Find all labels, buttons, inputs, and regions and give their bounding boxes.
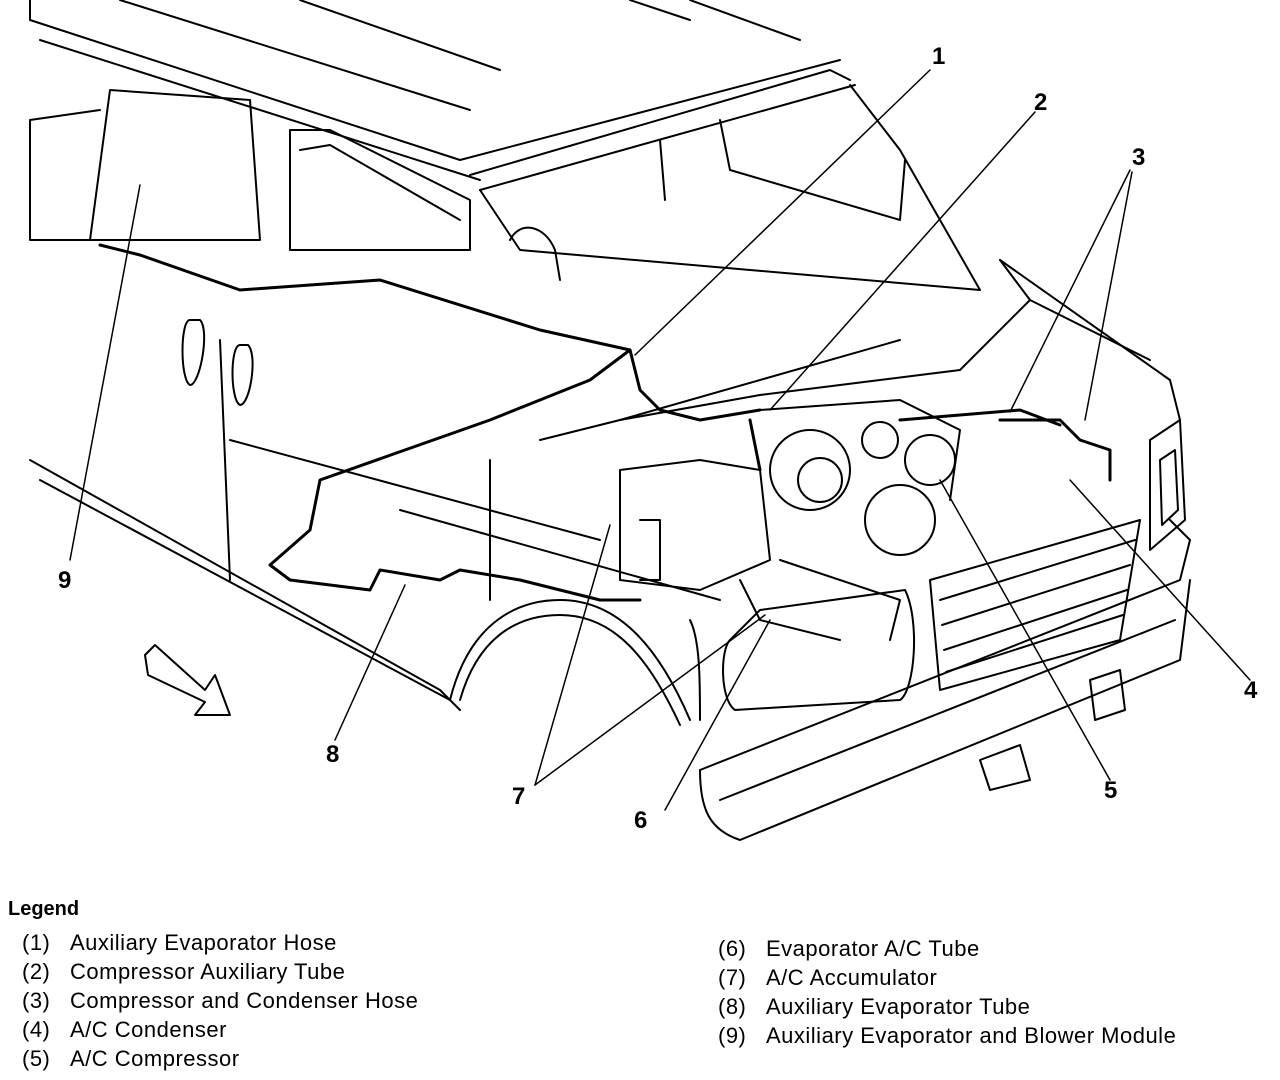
legend-item-label: Auxiliary Evaporator Hose bbox=[70, 930, 337, 955]
callout-1: 1 bbox=[932, 43, 945, 70]
legend-item-label: A/C Compressor bbox=[70, 1046, 240, 1071]
callout-8: 8 bbox=[326, 741, 339, 768]
legend-item-label: Auxiliary Evaporator Tube bbox=[766, 994, 1031, 1019]
legend-item-label: A/C Accumulator bbox=[766, 965, 938, 990]
legend-item: (4) A/C Condenser bbox=[22, 1015, 418, 1044]
legend-item: (8) Auxiliary Evaporator Tube bbox=[718, 992, 1176, 1021]
legend-item-label: Auxiliary Evaporator and Blower Module bbox=[766, 1023, 1177, 1048]
callout-7: 7 bbox=[512, 783, 525, 810]
legend-item: (1) Auxiliary Evaporator Hose bbox=[22, 928, 418, 957]
legend-item-number: (4) bbox=[22, 1017, 51, 1042]
legend-item-number: (6) bbox=[718, 936, 747, 961]
legend-item-number: (8) bbox=[718, 994, 747, 1019]
legend: Legend (1) Auxiliary Evaporator Hose (2) C… bbox=[0, 890, 1280, 1080]
legend-item-label: Compressor Auxiliary Tube bbox=[70, 959, 346, 984]
callout-3: 3 bbox=[1132, 144, 1145, 171]
callout-4: 4 bbox=[1244, 677, 1258, 704]
callout-5: 5 bbox=[1104, 777, 1117, 804]
fender-outline bbox=[449, 599, 701, 726]
legend-item-number: (5) bbox=[22, 1046, 51, 1071]
legend-right-column: (6) Evaporator A/C Tube (7) A/C Accumulato… bbox=[718, 934, 1176, 1050]
legend-item-number: (2) bbox=[22, 959, 51, 984]
windshield-outline bbox=[479, 84, 981, 291]
legend-item-number: (9) bbox=[718, 1023, 747, 1048]
roof-outline bbox=[29, 0, 856, 191]
front-direction-arrow-icon bbox=[144, 644, 231, 716]
legend-item-label: Compressor and Condenser Hose bbox=[70, 988, 419, 1013]
legend-item-number: (3) bbox=[22, 988, 51, 1013]
legend-item-number: (7) bbox=[718, 965, 747, 990]
hood-outline bbox=[539, 259, 1181, 441]
bumper-outline bbox=[699, 519, 1191, 841]
callout-leader-lines bbox=[69, 69, 1251, 811]
callout-2: 2 bbox=[1034, 89, 1047, 116]
grille-outline bbox=[722, 419, 1186, 711]
legend-item: (2) Compressor Auxiliary Tube bbox=[22, 957, 418, 986]
legend-left-column: (1) Auxiliary Evaporator Hose (2) Compress… bbox=[22, 928, 418, 1073]
legend-item-label: A/C Condenser bbox=[70, 1017, 227, 1042]
legend-item: (6) Evaporator A/C Tube bbox=[718, 934, 1176, 963]
legend-title: Legend bbox=[8, 898, 80, 920]
legend-item: (9) Auxiliary Evaporator and Blower Modul… bbox=[718, 1021, 1176, 1050]
legend-item-number: (1) bbox=[22, 930, 51, 955]
legend-item: (3) Compressor and Condenser Hose bbox=[22, 986, 418, 1015]
callout-6: 6 bbox=[634, 807, 647, 834]
cab-side-outline bbox=[29, 89, 561, 281]
ac-hoses bbox=[98, 243, 1112, 602]
legend-item-label: Evaporator A/C Tube bbox=[766, 936, 980, 961]
vehicle-ac-line-drawing: 1 2 3 4 5 6 7 8 9 bbox=[29, 0, 1258, 841]
legend-item: (7) A/C Accumulator bbox=[718, 963, 1176, 992]
engine-components bbox=[619, 399, 961, 641]
callout-9: 9 bbox=[58, 567, 71, 594]
legend-item: (5) A/C Compressor bbox=[22, 1044, 418, 1073]
